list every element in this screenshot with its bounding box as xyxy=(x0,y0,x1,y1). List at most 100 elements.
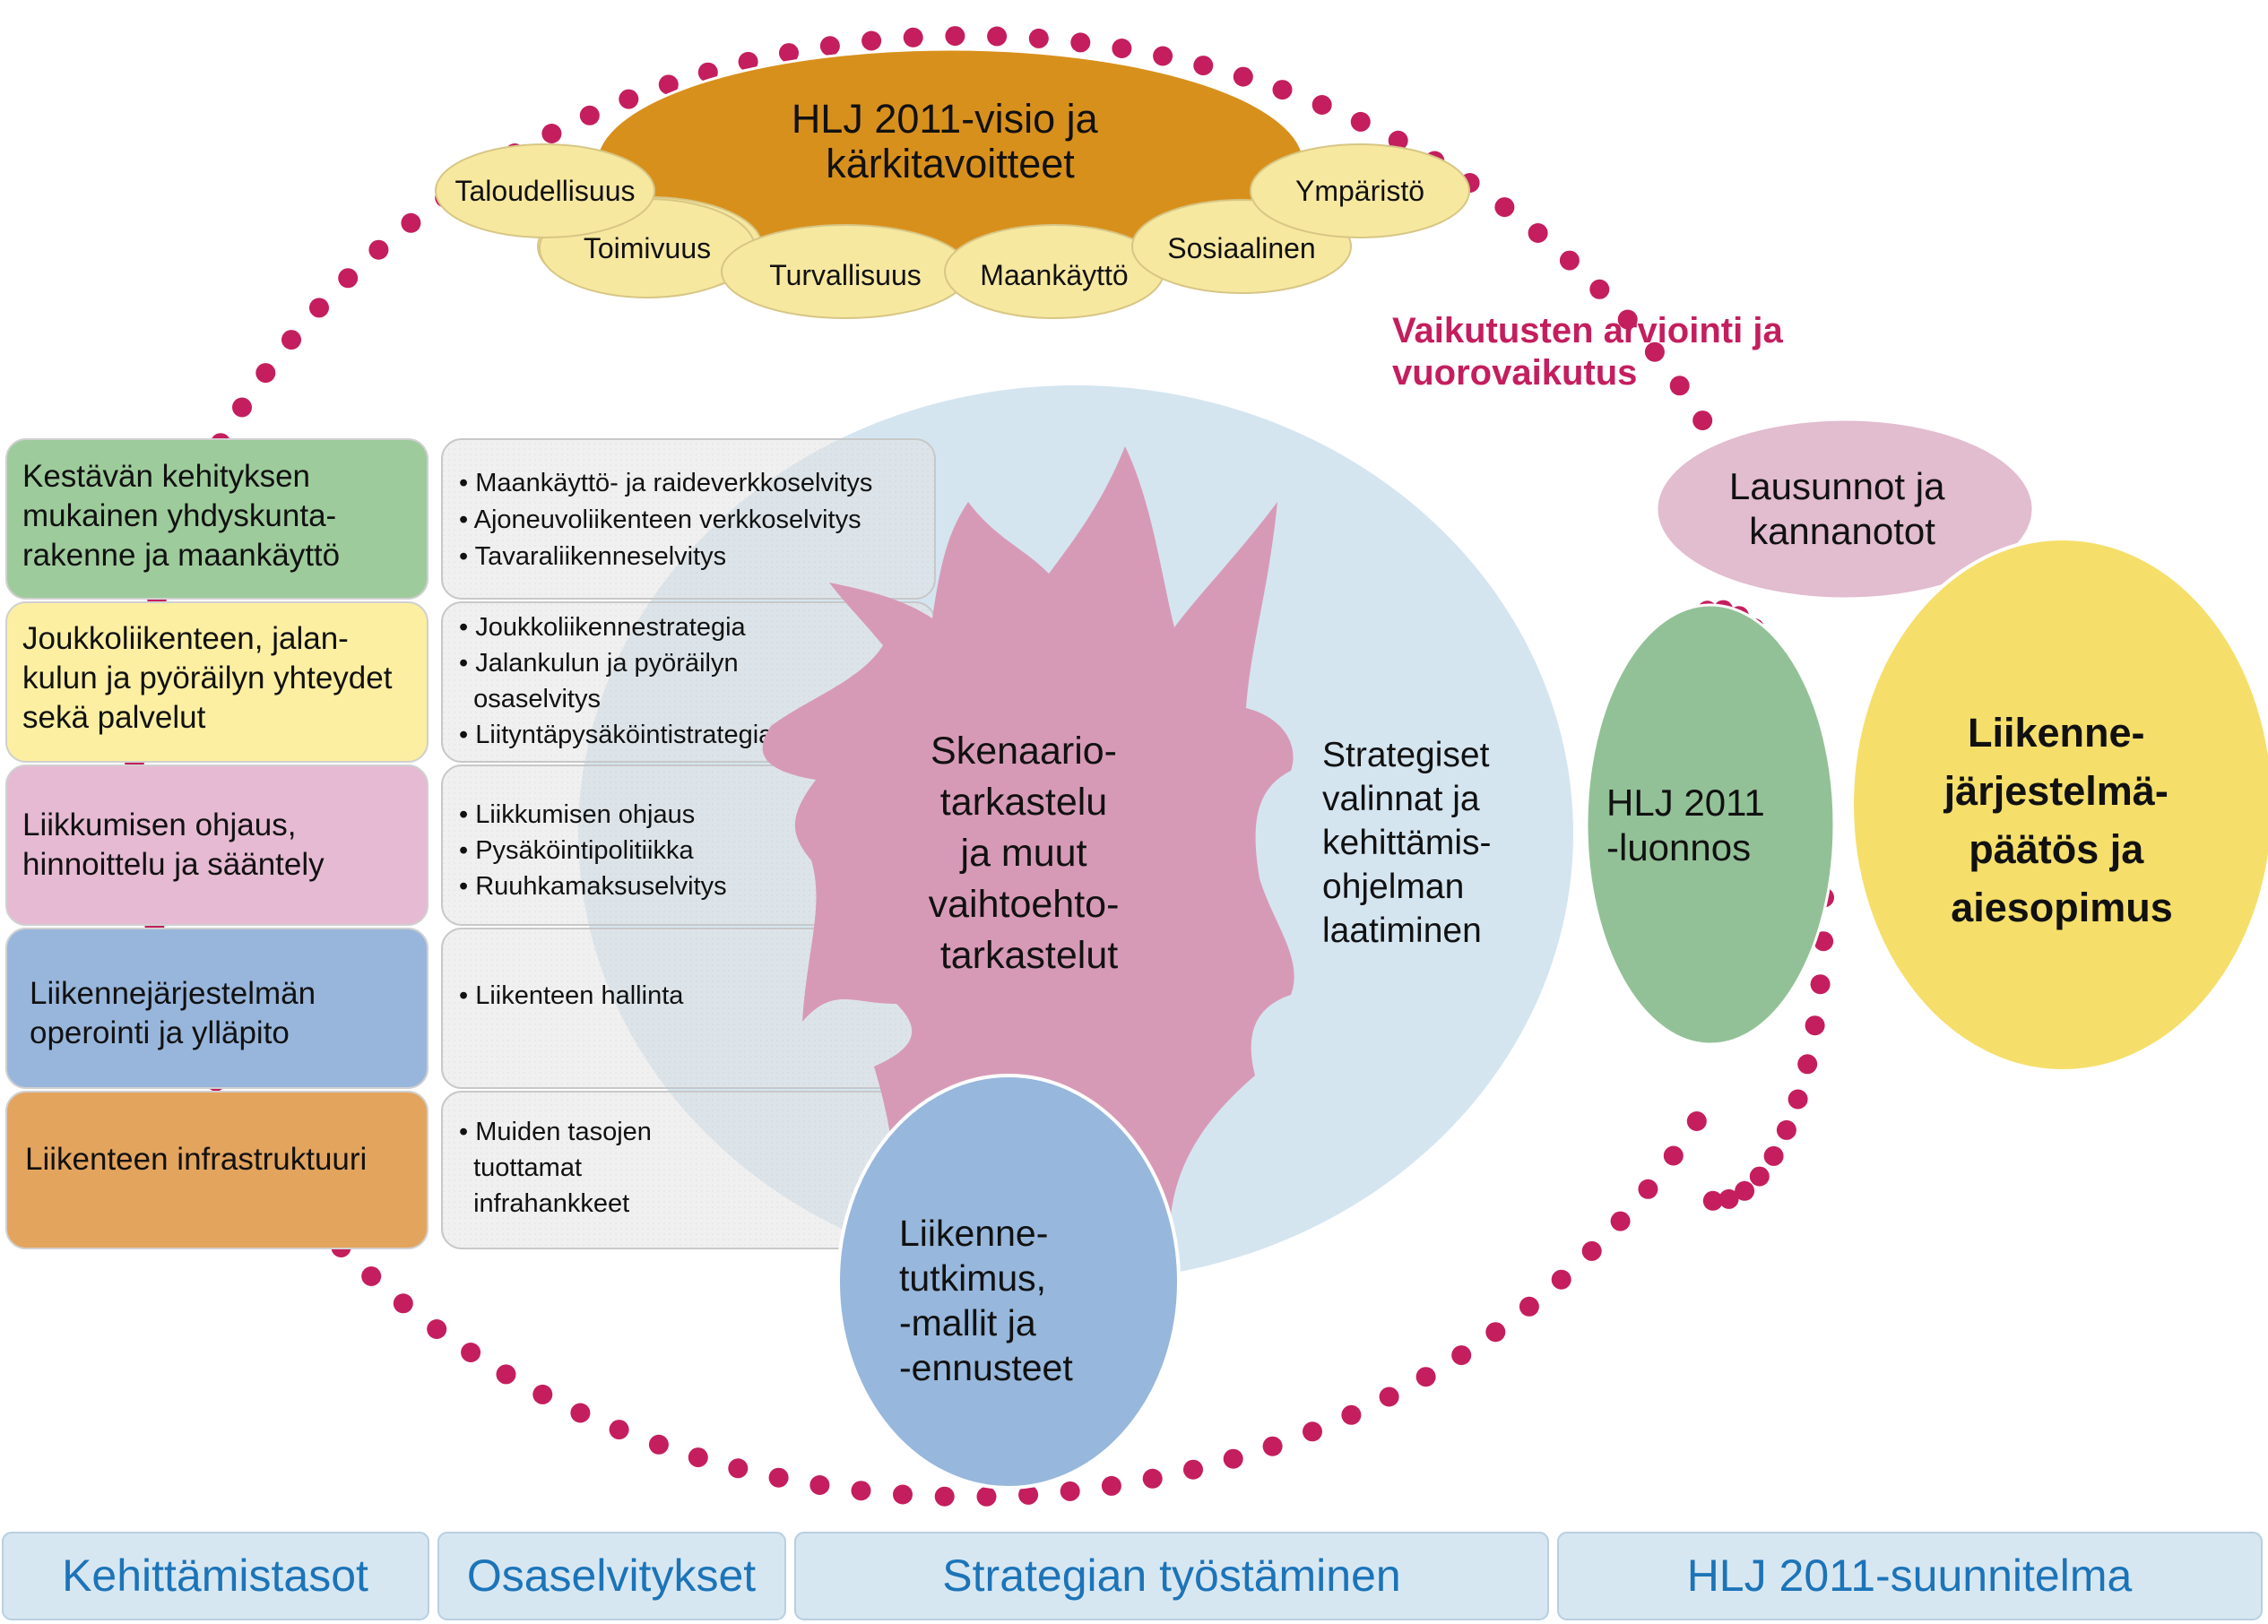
ring-dot xyxy=(1070,32,1091,53)
goal-ellipses xyxy=(435,143,1470,319)
decision-circle xyxy=(1850,537,2268,1073)
ring-dot xyxy=(987,26,1008,47)
ring-dot xyxy=(532,1384,553,1404)
ring-dot xyxy=(1797,1054,1818,1075)
ring-dot xyxy=(945,26,965,47)
ring-dot xyxy=(393,1293,413,1314)
ring-dot xyxy=(1485,1322,1506,1343)
footer-box-plan xyxy=(1557,1532,2263,1620)
ring-dot xyxy=(1638,1179,1658,1199)
ring-dot xyxy=(819,36,840,56)
ring-dot xyxy=(1142,1468,1163,1489)
ring-dot xyxy=(1341,1404,1362,1425)
ring-dot xyxy=(1223,1448,1243,1469)
research-label: Liikenne- tutkimus, -mallit ja -ennustee… xyxy=(899,1213,1073,1388)
ring-dot xyxy=(309,298,329,318)
ring-dot xyxy=(976,1486,997,1507)
ring-dot xyxy=(728,1458,749,1479)
ring-dot xyxy=(1233,66,1253,87)
ring-dot xyxy=(1581,1240,1602,1261)
ring-dot xyxy=(779,43,799,64)
strategy-label: Strategiset valinnat ja kehittämis- ohje… xyxy=(1322,736,1501,950)
ring-dot xyxy=(1388,130,1408,151)
ring-dot xyxy=(688,1447,708,1468)
level-box-infrastructure xyxy=(5,1091,428,1249)
ring-dot xyxy=(738,51,758,72)
ring-dot xyxy=(1415,1367,1436,1387)
ring-dot xyxy=(1028,28,1049,48)
ring-dot xyxy=(768,1467,789,1488)
goal-label: Ympäristö xyxy=(1295,175,1424,207)
ring-dot xyxy=(281,330,301,350)
level-box-mobility-management xyxy=(5,764,428,926)
ring-dot xyxy=(1644,341,1665,362)
level-label: Liikenteen infrastruktuuri xyxy=(25,1142,367,1177)
footer-label: Strategian työstäminen xyxy=(942,1551,1400,1601)
footer-label: Kehittämistasot xyxy=(62,1551,368,1601)
ring-dot xyxy=(1112,39,1132,58)
goal-environment xyxy=(1250,143,1470,238)
scenario-blob xyxy=(762,446,1294,1255)
ring-dot xyxy=(1663,1145,1684,1166)
footer-label: HLJ 2011-suunnitelma xyxy=(1687,1551,2133,1601)
footer xyxy=(2,1532,2263,1620)
study-list: • Muiden tasojen tuottamat infrahankkeet xyxy=(459,1118,659,1218)
ring-dot xyxy=(1262,1436,1283,1456)
level-box-operation xyxy=(5,928,428,1089)
study-list: • Maankäyttö- ja raideverkkoselvitys • A… xyxy=(459,469,880,571)
ring-dot xyxy=(579,105,600,125)
ring-dot xyxy=(1610,1211,1631,1231)
ring-dot xyxy=(1617,309,1638,330)
ring-dot xyxy=(1528,223,1548,243)
footer-box-strategy xyxy=(794,1532,1549,1620)
goal-label: Taloudellisuus xyxy=(454,175,635,207)
ring-dot xyxy=(338,268,359,289)
ring-dot xyxy=(541,124,562,143)
ring-dot xyxy=(1272,80,1293,100)
level-label: Liikennejärjestelmän operointi ja ylläpi… xyxy=(30,976,325,1050)
ring-dot xyxy=(1551,1269,1571,1290)
decision-label: Liikenne- järjestelmä- päätös ja aiesopi… xyxy=(1943,710,2180,930)
ring-dot xyxy=(1805,1015,1825,1036)
study-list: • Liikkumisen ohjaus • Pysäköintipolitii… xyxy=(459,800,727,901)
draft-ellipse xyxy=(1585,603,1836,1046)
study-list: • Joukkoliikennestrategia • Jalankulun j… xyxy=(459,613,774,749)
ring-dot xyxy=(1193,56,1214,76)
ring-dot xyxy=(893,1484,913,1505)
ring-dot xyxy=(1350,111,1371,132)
ring-dot xyxy=(1311,95,1332,115)
ring-dot xyxy=(1702,1190,1723,1211)
ring-dot xyxy=(851,1481,871,1501)
ring-dot xyxy=(1494,197,1515,218)
ring-dot xyxy=(934,1486,955,1507)
ring-dot xyxy=(1519,1296,1539,1317)
assessment-label: Vaikutusten arviointi ja vuorovaikutus xyxy=(1392,311,1793,393)
statements-label: Lausunnot ja kannanotot xyxy=(1729,465,1955,552)
ring-dot xyxy=(1018,1484,1039,1505)
ring-dot xyxy=(1589,279,1610,299)
ring-dot xyxy=(427,1319,447,1339)
ring-dot xyxy=(1788,1089,1808,1110)
ring-dot xyxy=(1379,1386,1399,1407)
study-box xyxy=(441,438,936,600)
levels-column xyxy=(5,438,428,1249)
ring-dot xyxy=(1559,250,1580,271)
ring-dot xyxy=(1183,1459,1203,1480)
ring-dot xyxy=(861,30,882,51)
vision-title: HLJ 2011-visio ja kärkitavoitteet xyxy=(792,96,1109,186)
ring-dot xyxy=(570,1403,591,1423)
statements-ellipse xyxy=(1655,418,2035,600)
scenario-label: Skenaario- tarkastelu ja muut vaihtoehto… xyxy=(929,730,1130,977)
ring-dot xyxy=(809,1475,830,1495)
goal-economy-top xyxy=(435,143,655,238)
level-box-public-transport xyxy=(5,601,428,763)
ring-dot xyxy=(361,1266,382,1286)
level-box-land-use xyxy=(5,438,428,600)
ring-dot xyxy=(368,239,389,260)
level-label: Joukkoliikenteen, jalan- kulun ja pyöräi… xyxy=(22,621,401,735)
ring-dot xyxy=(1749,1166,1770,1187)
ring-dot xyxy=(1776,1119,1796,1140)
study-list: • Liikenteen hallinta xyxy=(459,981,684,1010)
footer-box-studies xyxy=(437,1532,786,1620)
ring-dot xyxy=(658,74,679,95)
